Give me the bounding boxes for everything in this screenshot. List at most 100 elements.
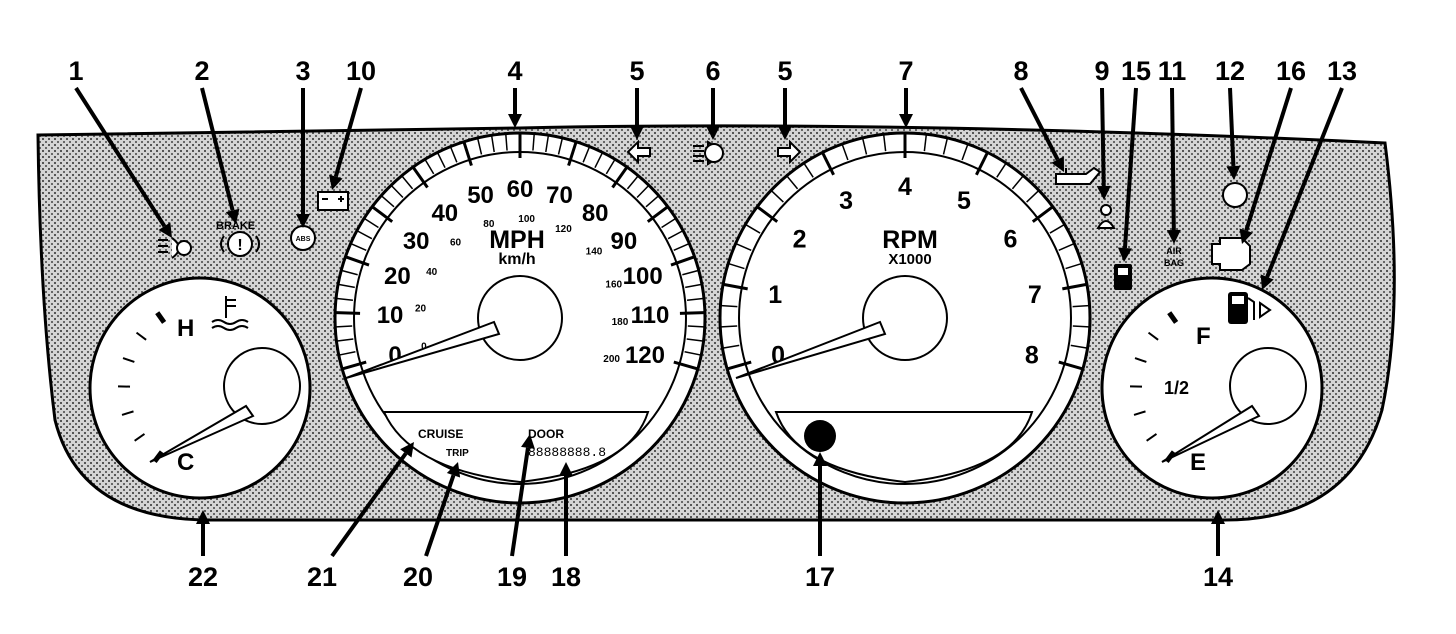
speedometer-unit: MPH — [489, 226, 545, 254]
right-turn-signal-icon — [777, 139, 802, 165]
tachometer-tick — [727, 360, 752, 371]
fuel-gauge-tick — [1134, 357, 1147, 363]
callout-arrowhead — [158, 222, 172, 238]
temperature-gauge-tick — [121, 410, 134, 416]
speedometer-tick — [582, 147, 590, 163]
speedometer-kmh-label: 0 — [421, 342, 427, 353]
fuel-full-label: F — [1196, 323, 1211, 350]
callout-leader-line — [1228, 87, 1236, 167]
speedometer-kmh-label: 60 — [450, 238, 462, 249]
speedometer-tick — [636, 185, 649, 199]
speedometer-tick — [687, 325, 704, 328]
tachometer-tick — [1011, 176, 1024, 190]
speedometer-tick — [450, 147, 458, 163]
fuel-gauge-tick — [1146, 433, 1158, 442]
tachometer-tick — [1070, 344, 1087, 349]
svg-text:!: ! — [237, 237, 242, 254]
callout-leader-line — [200, 87, 235, 211]
tachometer-tick — [1072, 304, 1089, 308]
speedometer-mph-label: 60 — [507, 176, 534, 203]
tachometer-tick — [757, 206, 779, 223]
callout-arrowhead — [521, 434, 535, 449]
fuel-gauge-tick — [1147, 331, 1159, 341]
speedometer-tick — [505, 134, 508, 151]
callout-number: 12 — [1215, 56, 1245, 86]
tachometer-tick — [961, 144, 969, 161]
speedometer-tick — [686, 297, 704, 301]
callout-number: 20 — [403, 562, 433, 592]
tachometer-tick — [736, 243, 752, 252]
fuel-half-label: 1/2 — [1164, 378, 1189, 398]
callout-arrowhead — [1239, 228, 1253, 244]
temperature-gauge-tick — [122, 357, 135, 363]
speedometer-kmh-label: 140 — [586, 247, 603, 258]
high-beam-icon — [693, 140, 724, 166]
speedometer-mph-label: 40 — [431, 200, 458, 227]
odometer-display: 88888888.8 — [528, 445, 606, 460]
speedometer-tick — [357, 230, 373, 240]
tachometer-tick — [1058, 360, 1083, 371]
speedometer-mph-label: 100 — [623, 263, 663, 290]
speedometer-tick — [567, 142, 578, 167]
tachometer-tick — [745, 224, 761, 234]
callout-arrowhead — [559, 462, 573, 476]
airbag-indicator: AIR BAG — [1164, 246, 1184, 268]
tachometer-tick — [723, 344, 740, 349]
callout-arrowhead — [813, 452, 827, 466]
speedometer-tick — [372, 206, 394, 223]
callout-number: 22 — [188, 562, 218, 592]
tachometer-tick — [821, 152, 835, 176]
speedometer-tick — [673, 243, 689, 252]
battery-icon — [317, 191, 349, 211]
speedometer-tick — [337, 338, 354, 342]
tachometer-tick — [728, 263, 745, 270]
speedometer-kmh-label: 20 — [415, 304, 427, 315]
speedometer-tick — [557, 138, 563, 155]
callout-arrows — [74, 86, 1344, 558]
door-indicator-label: DOOR — [528, 427, 564, 441]
speedometer-tick — [342, 269, 358, 276]
speedometer-kmh-label: 120 — [555, 224, 572, 235]
svg-text:AIR: AIR — [1166, 246, 1182, 256]
tachometer-tick — [786, 176, 799, 190]
callout-number: 2 — [194, 56, 209, 86]
svg-text:ABS: ABS — [296, 236, 311, 243]
speedometer-tick — [338, 283, 355, 289]
callout-number: 7 — [898, 56, 913, 86]
speedometer-tick — [626, 176, 639, 190]
tachometer-label: 5 — [957, 187, 971, 215]
tachometer-tick — [1058, 243, 1074, 252]
callout-number: 4 — [507, 56, 522, 86]
callout-arrowhead — [329, 174, 343, 190]
callout-arrowhead — [1096, 185, 1111, 200]
fuel-pump-icon — [1228, 292, 1272, 324]
callout-arrowhead — [196, 510, 210, 524]
fuel-gauge-tick — [1167, 311, 1179, 324]
speedometer-tick — [491, 136, 495, 153]
callout-arrowhead — [1260, 274, 1274, 290]
temperature-gauge: H C — [88, 276, 312, 500]
callout-leader-line — [424, 474, 456, 557]
callout-arrowhead — [296, 214, 310, 228]
callout-number: 5 — [777, 56, 792, 86]
callout-number: 3 — [295, 56, 310, 86]
callout-leader-line — [1122, 87, 1138, 249]
speedometer-mph-label: 10 — [377, 302, 404, 329]
fuel-gauge-tick — [1133, 410, 1146, 416]
cruise-indicator-label: CRUISE — [418, 427, 463, 441]
callout-arrowhead — [778, 126, 792, 140]
callout-number: 8 — [1013, 56, 1028, 86]
speedometer-mph-label: 90 — [610, 228, 637, 255]
speedometer-kmh-label: 200 — [603, 354, 620, 365]
fuel-gauge-face — [1100, 276, 1324, 500]
callout-arrowhead — [1166, 229, 1181, 244]
speedometer-mph-label: 70 — [546, 182, 573, 209]
tachometer-tick — [975, 152, 989, 176]
speedometer-tick — [594, 152, 603, 168]
speedometer-mph-label: 80 — [582, 200, 609, 227]
callout-arrowhead — [1211, 510, 1225, 524]
temperature-cold-label: C — [177, 449, 194, 476]
check-engine-icon — [1211, 237, 1251, 271]
tachometer-multiplier: X1000 — [888, 251, 931, 268]
